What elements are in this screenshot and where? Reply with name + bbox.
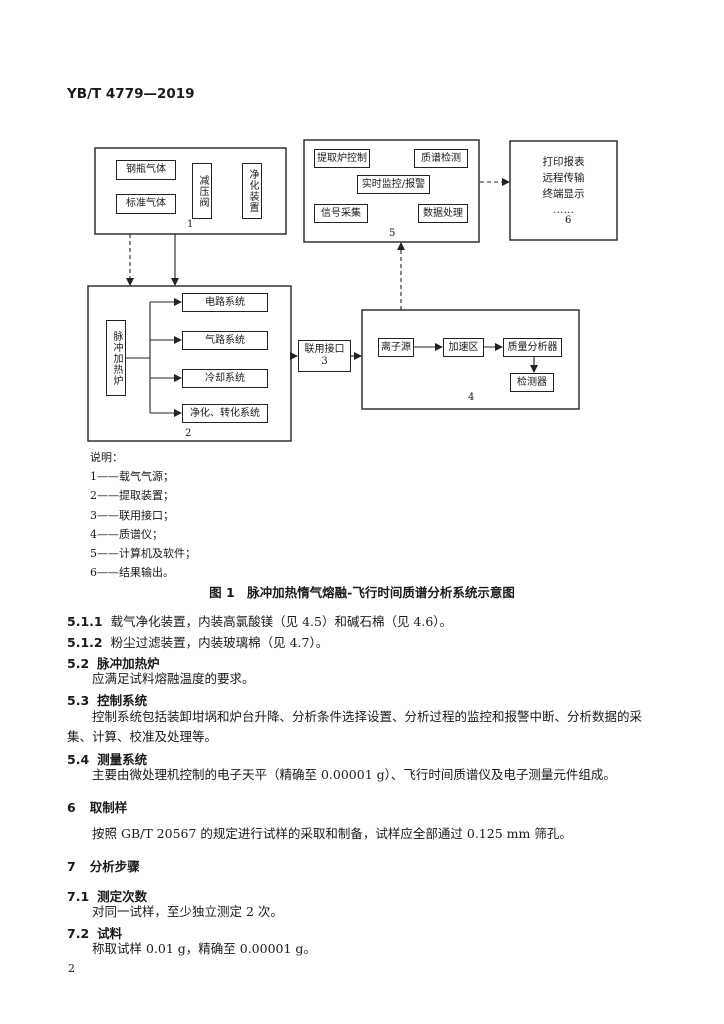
ms-detection-box: 质谱检测 — [414, 149, 468, 168]
legend-item: 1——载气气源； — [90, 470, 174, 484]
purification-system-box: 净化、转化系统 — [182, 404, 268, 423]
box4-number: 4 — [468, 392, 475, 403]
furnace-control-box: 提取炉控制 — [314, 149, 370, 168]
section-7-1-heading: 7.1 测定次数 — [67, 886, 147, 905]
section-7-heading: 7 分析步骤 — [67, 856, 140, 875]
section-number: 6 — [67, 800, 76, 815]
section-number: 7 — [67, 859, 76, 874]
gas-system-box: 气路系统 — [182, 331, 268, 350]
section-title: 分析步骤 — [89, 859, 140, 874]
section-number: 7.1 — [67, 889, 90, 904]
output-ellipsis: …… — [553, 204, 574, 216]
figure-legend: 说明： 1——载气气源； 2——提取装置； 3——联用接口； 4——质谱仪； 5… — [90, 448, 196, 582]
pressure-reducer-box: 减压阀 — [192, 163, 212, 219]
section-number: 5.1.2 — [67, 635, 103, 650]
figure-caption: 图 1 脉冲加热惰气熔融-飞行时间质谱分析系统示意图 — [209, 585, 515, 600]
section-number: 7.2 — [67, 926, 90, 941]
section-5-4-body: 主要由微处理机控制的电子天平（精确至 0.00001 g）、飞行时间质谱仪及电子… — [92, 767, 616, 782]
section-title: 测定次数 — [97, 889, 148, 904]
box5-number: 5 — [389, 228, 396, 239]
ion-source-box: 离子源 — [378, 338, 414, 357]
pulse-furnace-box: 脉冲加热炉 — [106, 320, 126, 396]
mass-analyzer-box: 质量分析器 — [503, 338, 562, 357]
section-5-3-heading: 5.3 控制系统 — [67, 690, 147, 709]
legend-item: 4——质谱仪； — [90, 527, 163, 541]
interface-label: 联用接口 — [304, 344, 345, 355]
signal-acquisition-box: 信号采集 — [314, 204, 368, 223]
section-6-heading: 6 取制样 — [67, 797, 127, 816]
box6-frame — [509, 140, 618, 241]
box6-number: 6 — [565, 215, 572, 226]
box3-number: 3 — [321, 356, 328, 367]
output-print: 打印报表 — [542, 156, 585, 168]
page-number: 2 — [68, 962, 75, 975]
box1-number: 1 — [187, 219, 194, 230]
section-5-2-body: 应满足试料熔融温度的要求。 — [92, 671, 255, 686]
output-remote: 远程传输 — [542, 172, 585, 184]
box1-frame — [94, 147, 287, 235]
section-7-1-body: 对同一试样，至少独立测定 2 次。 — [92, 904, 283, 919]
legend-item: 5——计算机及软件； — [90, 547, 196, 561]
box2-number: 2 — [185, 428, 192, 439]
purifier-box: 净化装置 — [242, 163, 262, 219]
interface-box: 联用接口 3 — [298, 340, 351, 372]
legend-item: 2——提取装置； — [90, 489, 174, 503]
legend-item: 3——联用接口； — [90, 508, 174, 522]
legend-title: 说明： — [90, 451, 123, 464]
section-5-3-body-line1: 控制系统包括装卸坩埚和炉台升降、分析条件选择设置、分析过程的监控和报警中断、分析… — [92, 709, 643, 724]
section-5-1-1: 5.1.1 载气净化装置，内装高氯酸镁（见 4.5）和碱石棉（见 4.6）。 — [67, 611, 452, 630]
section-5-2-heading: 5.2 脉冲加热炉 — [67, 653, 160, 672]
section-7-2-body: 称取试样 0.01 g，精确至 0.00001 g。 — [92, 941, 316, 956]
section-5-4-heading: 5.4 测量系统 — [67, 749, 147, 768]
section-7-2-heading: 7.2 试料 — [67, 923, 122, 942]
section-text: 载气净化装置，内装高氯酸镁（见 4.5）和碱石棉（见 4.6）。 — [110, 614, 453, 629]
cylinder-gas-box: 钢瓶气体 — [116, 160, 176, 180]
section-5-3-body-line2: 集、计算、校准及处理等。 — [67, 729, 218, 744]
circuit-system-box: 电路系统 — [182, 293, 268, 312]
output-list: 打印报表 远程传输 终端显示 …… — [510, 154, 617, 218]
section-title: 取制样 — [89, 800, 128, 815]
box4-frame — [361, 309, 580, 410]
section-5-1-2: 5.1.2 粉尘过滤装置，内装玻璃棉（见 4.7）。 — [67, 632, 328, 651]
acceleration-zone-box: 加速区 — [443, 338, 484, 357]
section-number: 5.3 — [67, 693, 90, 708]
box5-frame — [303, 139, 480, 243]
section-title: 测量系统 — [97, 752, 148, 767]
section-title: 控制系统 — [97, 693, 148, 708]
data-processing-box: 数据处理 — [418, 204, 468, 223]
detector-box: 检测器 — [510, 373, 554, 392]
section-title: 脉冲加热炉 — [97, 656, 160, 671]
legend-item: 6——结果输出。 — [90, 566, 174, 580]
section-6-body: 按照 GB/T 20567 的规定进行试样的采取和制备，试样应全部通过 0.12… — [92, 826, 572, 841]
section-title: 试料 — [97, 926, 123, 941]
monitor-alarm-box: 实时监控/报警 — [357, 175, 430, 194]
standard-code: YB/T 4779—2019 — [67, 86, 195, 102]
cooling-system-box: 冷却系统 — [182, 369, 268, 388]
section-text: 粉尘过滤装置，内装玻璃棉（见 4.7）。 — [110, 635, 329, 650]
section-number: 5.4 — [67, 752, 90, 767]
output-terminal: 终端显示 — [542, 188, 585, 200]
section-number: 5.2 — [67, 656, 90, 671]
box2-frame — [87, 285, 292, 442]
standard-gas-box: 标准气体 — [116, 194, 176, 214]
section-number: 5.1.1 — [67, 614, 103, 629]
